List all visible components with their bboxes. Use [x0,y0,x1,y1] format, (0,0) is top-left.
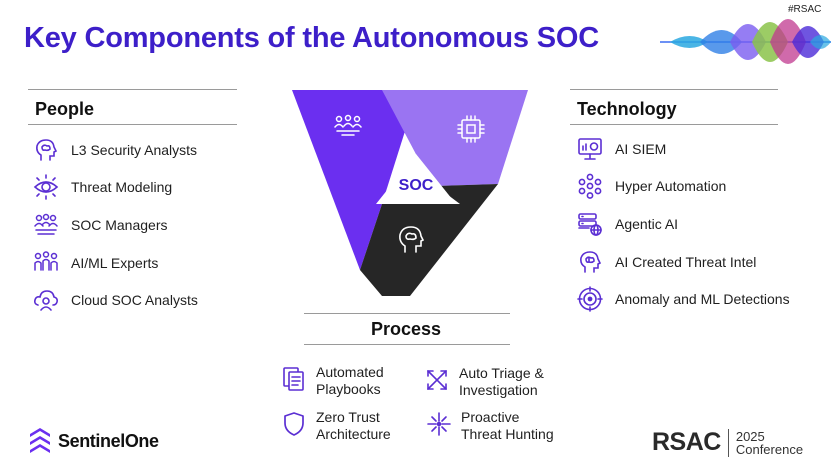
process-item-line1: Proactive [461,409,520,425]
list-item-l3-analysts: L3 Security Analysts [33,137,197,163]
process-item-threat-hunting: Proactive Threat Hunting [427,409,554,443]
list-item-label: AI Created Threat Intel [615,254,757,270]
technology-heading: Technology [577,99,677,119]
people-segment [292,90,418,270]
list-item-label: Threat Modeling [71,179,173,195]
technology-segment [382,90,528,186]
team-icon [33,212,59,238]
cloud-user-icon [33,287,59,313]
technology-bottom-rule [570,124,778,125]
process-item-line1: Zero Trust [316,409,380,425]
center-triangle [376,154,456,204]
sentinelone-wordmark: SentinelOne [58,430,159,451]
brain-head-icon [33,137,59,163]
slide-title: Key Components of the Autonomous SOC [24,22,599,54]
process-heading: Process [371,319,442,339]
hashtag: #RSAC [788,4,822,15]
list-item-label: Cloud SOC Analysts [71,292,198,308]
people-top-rule [28,89,237,90]
process-item-line2: Playbooks [316,381,381,397]
process-item-zero-trust: Zero Trust Architecture [282,409,391,443]
process-item-label: Proactive Threat Hunting [461,409,554,443]
ai-head-icon [577,249,603,275]
list-item-anomaly-ml: Anomaly and ML Detections [577,286,790,312]
process-bottom-rule [304,344,510,345]
list-item-ai-threat-intel: AI Created Threat Intel [577,249,756,275]
chip-icon [457,115,485,143]
list-item-ai-siem: AI SIEM [577,136,666,162]
shield-icon [282,411,306,437]
people-group-icon [33,250,59,276]
team-icon [334,114,362,136]
radar-target-icon [577,286,603,312]
soc-triangle-diagram: SOC [292,90,528,296]
nodes-icon [577,173,603,199]
server-globe-icon [577,211,603,237]
process-item-line2: Architecture [316,426,391,442]
list-item-soc-managers: SOC Managers [33,212,167,238]
people-bottom-rule [28,124,237,125]
process-item-line1: Auto Triage & [459,365,544,381]
process-item-automated-playbooks: Automated Playbooks [282,364,384,398]
list-item-label: Hyper Automation [615,178,727,194]
list-item-label: SOC Managers [71,217,168,233]
list-item-label: AI SIEM [615,141,667,157]
list-item-ai-ml-experts: AI/ML Experts [33,250,158,276]
process-item-line2: Threat Hunting [461,426,554,442]
process-segment [360,184,498,296]
list-item-threat-modeling: Threat Modeling [33,174,172,200]
process-item-auto-triage: Auto Triage & Investigation [425,365,544,399]
documents-icon [282,366,306,392]
process-item-label: Automated Playbooks [316,364,384,398]
list-item-label: L3 Security Analysts [71,142,198,158]
list-item-hyper-automation: Hyper Automation [577,173,726,199]
rsac-divider [727,428,729,457]
eye-icon [33,174,59,200]
list-item-agentic-ai: Agentic AI [577,211,678,237]
list-item-label: Agentic AI [615,216,679,232]
sound-wave-graphic [660,19,831,64]
brain-head-icon [399,226,425,253]
rsac-year: 2025 [735,428,765,444]
arrows-cross-icon [425,367,449,393]
monitor-chart-icon [577,136,603,162]
process-item-label: Zero Trust Architecture [316,409,391,443]
rsac-conference: Conference [735,441,804,457]
soc-center-label: SOC [399,177,434,194]
process-item-label: Auto Triage & Investigation [459,365,544,399]
rsac-logo: RSAC 2025 Conference [652,428,803,457]
people-heading: People [35,99,95,119]
sentinelone-mark-icon [30,428,50,453]
technology-top-rule [570,89,778,90]
list-item-label: AI/ML Experts [71,255,159,271]
process-top-rule [304,313,510,314]
list-item-cloud-soc-analysts: Cloud SOC Analysts [33,287,198,313]
process-item-line1: Automated [316,364,384,380]
process-item-line2: Investigation [459,382,538,398]
rsac-conference-text: 2025 Conference [736,430,803,456]
sentinelone-logo: SentinelOne [28,427,159,455]
list-item-label: Anomaly and ML Detections [615,291,790,307]
rsac-wordmark: RSAC [652,428,721,456]
target-cross-icon [427,411,451,437]
